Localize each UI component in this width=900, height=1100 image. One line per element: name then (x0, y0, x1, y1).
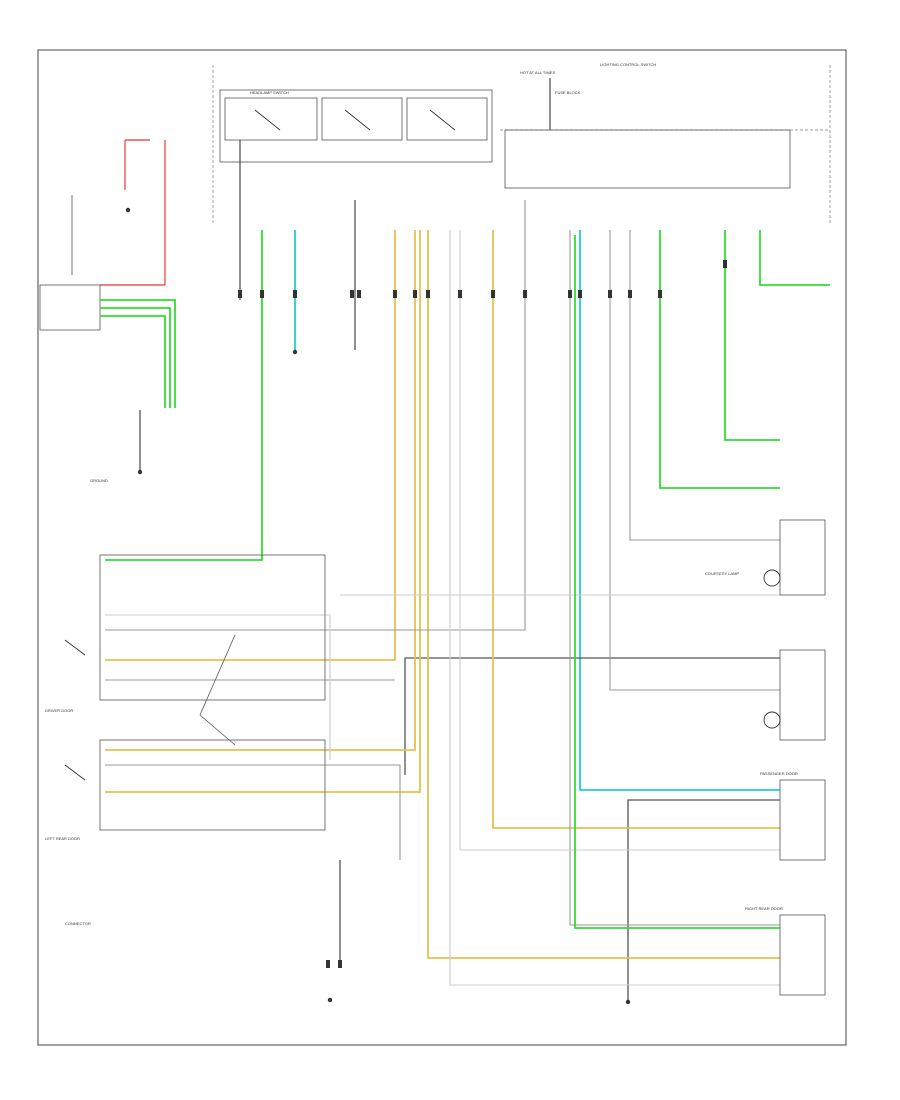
switch-box-2 (321, 97, 403, 141)
ground-node (327, 997, 333, 1003)
switch-box-3 (406, 97, 488, 141)
connector (523, 290, 527, 298)
control-module-group: LIGHTING CONTROL SWITCH HOT AT ALL TIMES… (504, 62, 791, 189)
top-switch-group: HEADLAMP SWITCH (219, 89, 493, 163)
switch-outer-box (219, 89, 493, 163)
gray-wire-4 (629, 230, 780, 541)
connector (293, 290, 297, 298)
connector (326, 960, 330, 968)
yellow-wire-3 (105, 230, 421, 793)
ground-node-top (125, 207, 131, 213)
green-wire-right-2 (724, 230, 780, 441)
connector-blocks (238, 260, 727, 968)
right-box-1 (779, 519, 826, 596)
connector (628, 290, 632, 298)
yellow-wire-5 (492, 230, 780, 829)
connector (238, 290, 242, 298)
connector (260, 290, 264, 298)
gray-wire-10 (459, 230, 780, 851)
courtesy-lamp-2 (763, 711, 781, 729)
rear-right-label: RIGHT REAR DOOR (745, 906, 783, 911)
right-box-2 (779, 649, 826, 741)
connector (578, 290, 582, 298)
diag-link-1 (199, 634, 236, 716)
connector (658, 290, 662, 298)
courtesy-lamp-label: COURTESY LAMP (705, 571, 739, 576)
switch-contact-3 (429, 109, 456, 131)
left-top-module (39, 139, 166, 331)
module-label: LIGHTING CONTROL SWITCH (600, 62, 656, 67)
green-wire-rear (574, 235, 780, 929)
connector (413, 290, 417, 298)
green-wire-right-1 (659, 230, 780, 489)
ground-label-left: GROUND (90, 478, 108, 483)
switch-box-1 (224, 97, 318, 141)
connector (350, 290, 354, 298)
ground-symbols (137, 349, 631, 1005)
gray-wire-1 (105, 200, 526, 631)
gray-wire-6 (105, 764, 401, 860)
black-wire-door (404, 657, 780, 775)
connector (357, 290, 361, 298)
left-switch-b (64, 764, 86, 781)
green-wire-1 (100, 299, 176, 408)
gray-wire-7 (105, 614, 331, 760)
connector (426, 290, 430, 298)
green-wire-3 (100, 315, 166, 408)
left-switch-a (64, 639, 86, 656)
green-wire-2 (100, 307, 171, 408)
right-components: COURTESY LAMP PASSENGER DOOR RIGHT REAR … (705, 519, 826, 996)
connector (723, 260, 727, 268)
diagram-frame (37, 49, 847, 1046)
ground-node (137, 469, 143, 475)
connector (458, 290, 462, 298)
right-box-rear (779, 914, 826, 996)
fuse-block-label: FUSE BLOCK (555, 90, 581, 95)
left-door-box-1 (99, 554, 326, 701)
ground-node (625, 999, 631, 1005)
connector (608, 290, 612, 298)
cyan-wire-long (579, 230, 780, 791)
module-box (504, 129, 791, 189)
headlamp-switch-label: HEADLAMP SWITCH (250, 90, 289, 95)
left-door-components: DRIVER DOOR LEFT REAR DOOR (45, 554, 326, 841)
passenger-door-label: PASSENGER DOOR (760, 771, 798, 776)
switch-contact-2 (344, 109, 371, 131)
green-wire-main-left (105, 230, 263, 561)
switch-contact-1 (254, 109, 281, 131)
yellow-wire-4 (427, 230, 780, 959)
black-wire-rear-right (627, 799, 780, 1000)
courtesy-lamp-1 (763, 569, 781, 587)
yellow-wire-2 (105, 230, 416, 751)
left-door-box-2 (99, 739, 326, 831)
driver-door-label: DRIVER DOOR (45, 708, 73, 713)
yellow-wire-1 (105, 230, 396, 661)
connector (568, 290, 572, 298)
hot-at-all-times-label: HOT AT ALL TIMES (520, 70, 555, 75)
legend-note: CONNECTOR (65, 921, 91, 926)
connector (338, 960, 342, 968)
green-wire-right-3 (759, 230, 830, 286)
gray-wire-3 (609, 230, 780, 691)
right-box-passenger (779, 779, 826, 861)
connector (393, 290, 397, 298)
green-wire-group-left: GROUND (90, 299, 176, 483)
ground-node (292, 349, 298, 355)
connector (491, 290, 495, 298)
left-module-box (39, 284, 101, 331)
gray-wire-2 (569, 230, 780, 926)
rear-left-label: LEFT REAR DOOR (45, 836, 80, 841)
diag-link-2 (199, 714, 236, 746)
gray-wire-9 (449, 230, 780, 986)
